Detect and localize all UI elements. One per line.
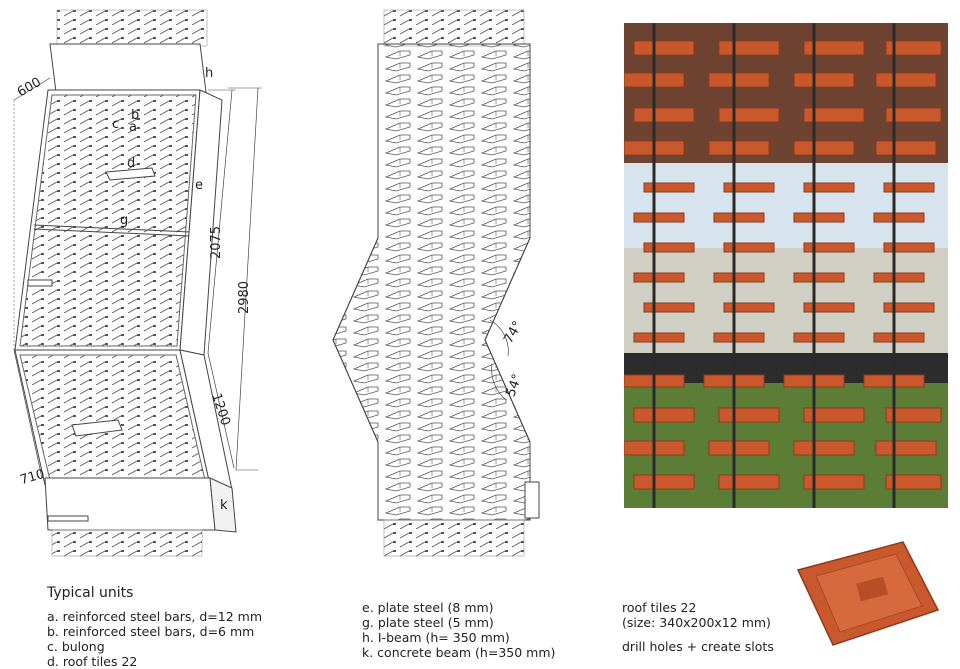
legend-item: drill holes + create slots xyxy=(622,639,774,654)
legend-item: e. plate steel (8 mm) xyxy=(362,600,494,615)
legend-item: c. bulong xyxy=(47,639,105,654)
tile-screen-photo xyxy=(624,23,948,508)
legend-item: roof tiles 22 xyxy=(622,600,697,615)
legend-title: Typical units xyxy=(47,585,134,601)
frame-elevation-view xyxy=(332,9,540,557)
label-h: h xyxy=(205,66,214,81)
legend-right: roof tiles 22 (size: 340x200x12 mm) dril… xyxy=(622,600,774,654)
label-b: b xyxy=(131,108,140,123)
dim-2980: 2980 xyxy=(237,280,253,315)
label-d: d xyxy=(127,156,136,171)
roof-tile-sample xyxy=(796,541,940,646)
legend-item: k. concrete beam (h=350 mm) xyxy=(362,645,556,660)
label-g: g xyxy=(120,213,129,228)
legend-item: h. I-beam (h= 350 mm) xyxy=(362,630,510,645)
legend-item: g. plate steel (5 mm) xyxy=(362,615,494,630)
legend-middle: e. plate steel (8 mm) g. plate steel (5 … xyxy=(362,600,555,660)
legend-item: a. reinforced steel bars, d=12 mm xyxy=(47,609,263,624)
legend-left: Typical units a. reinforced steel bars, … xyxy=(47,586,262,669)
label-e: e xyxy=(195,178,203,193)
dim-2075: 2075 xyxy=(209,225,225,260)
legend-item: d. roof tiles 22 xyxy=(47,654,138,669)
legend-item: (size: 340x200x12 mm) xyxy=(622,615,771,630)
label-a: a xyxy=(129,120,137,135)
label-k: k xyxy=(220,498,228,513)
legend-item: b. reinforced steel bars, d=6 mm xyxy=(47,624,255,639)
label-c: c xyxy=(112,117,120,132)
frame-isometric-view xyxy=(13,9,262,557)
